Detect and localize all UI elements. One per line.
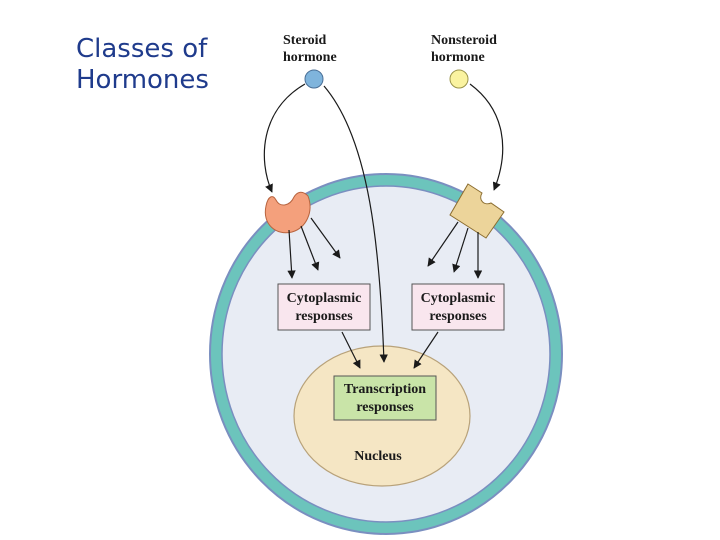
nucleus-label: Nucleus xyxy=(354,449,402,464)
cytoplasmic-response-box-left xyxy=(277,283,371,331)
nonsteroid-hormone-molecule xyxy=(449,69,469,89)
cytoplasmic-response-box-right xyxy=(411,283,505,331)
steroid-pathway-receptor xyxy=(264,191,311,234)
nonsteroid-hormone-label-line-1: Nonsteroid xyxy=(431,33,497,48)
steroid-hormone-label-line-1: Steroid xyxy=(283,33,327,48)
left-cyto-to-transcription-arrow xyxy=(341,331,361,369)
cytoplasmic-response-left-line-2: responses xyxy=(295,309,353,324)
cytoplasmic-response-right-line-2: responses xyxy=(429,309,487,324)
right-cyto-to-transcription-arrow xyxy=(413,331,439,369)
nonsteroid-hormone-label-line-2: hormone xyxy=(431,50,485,65)
steroid-hormone-label-line-2: hormone xyxy=(283,50,337,65)
transcription-response-line-1: Transcription xyxy=(344,382,426,397)
right-receptor-arrow-2 xyxy=(452,227,469,273)
right-receptor-arrow-1 xyxy=(427,221,459,267)
transcription-response-box xyxy=(333,375,437,421)
left-receptor-arrow-1 xyxy=(287,229,296,279)
nonsteroid-hormone-receptor xyxy=(449,183,505,239)
nonsteroid-to-receptor-arrow xyxy=(469,83,504,191)
slide-title-line-1: Classes of xyxy=(76,34,208,64)
slide-title-line-2: Hormones xyxy=(76,65,209,95)
left-receptor-arrow-3 xyxy=(310,217,341,259)
slide-title: Classes of Hormones xyxy=(76,34,209,96)
cytoplasmic-response-right-line-1: Cytoplasmic xyxy=(421,291,496,306)
steroid-to-receptor-arrow xyxy=(263,83,306,193)
steroid-to-nucleus-arrow xyxy=(323,85,388,363)
cytoplasmic-response-left-line-1: Cytoplasmic xyxy=(287,291,362,306)
left-receptor-arrow-2 xyxy=(300,225,320,271)
steroid-hormone-molecule xyxy=(304,69,324,89)
transcription-response-line-2: responses xyxy=(356,400,414,415)
